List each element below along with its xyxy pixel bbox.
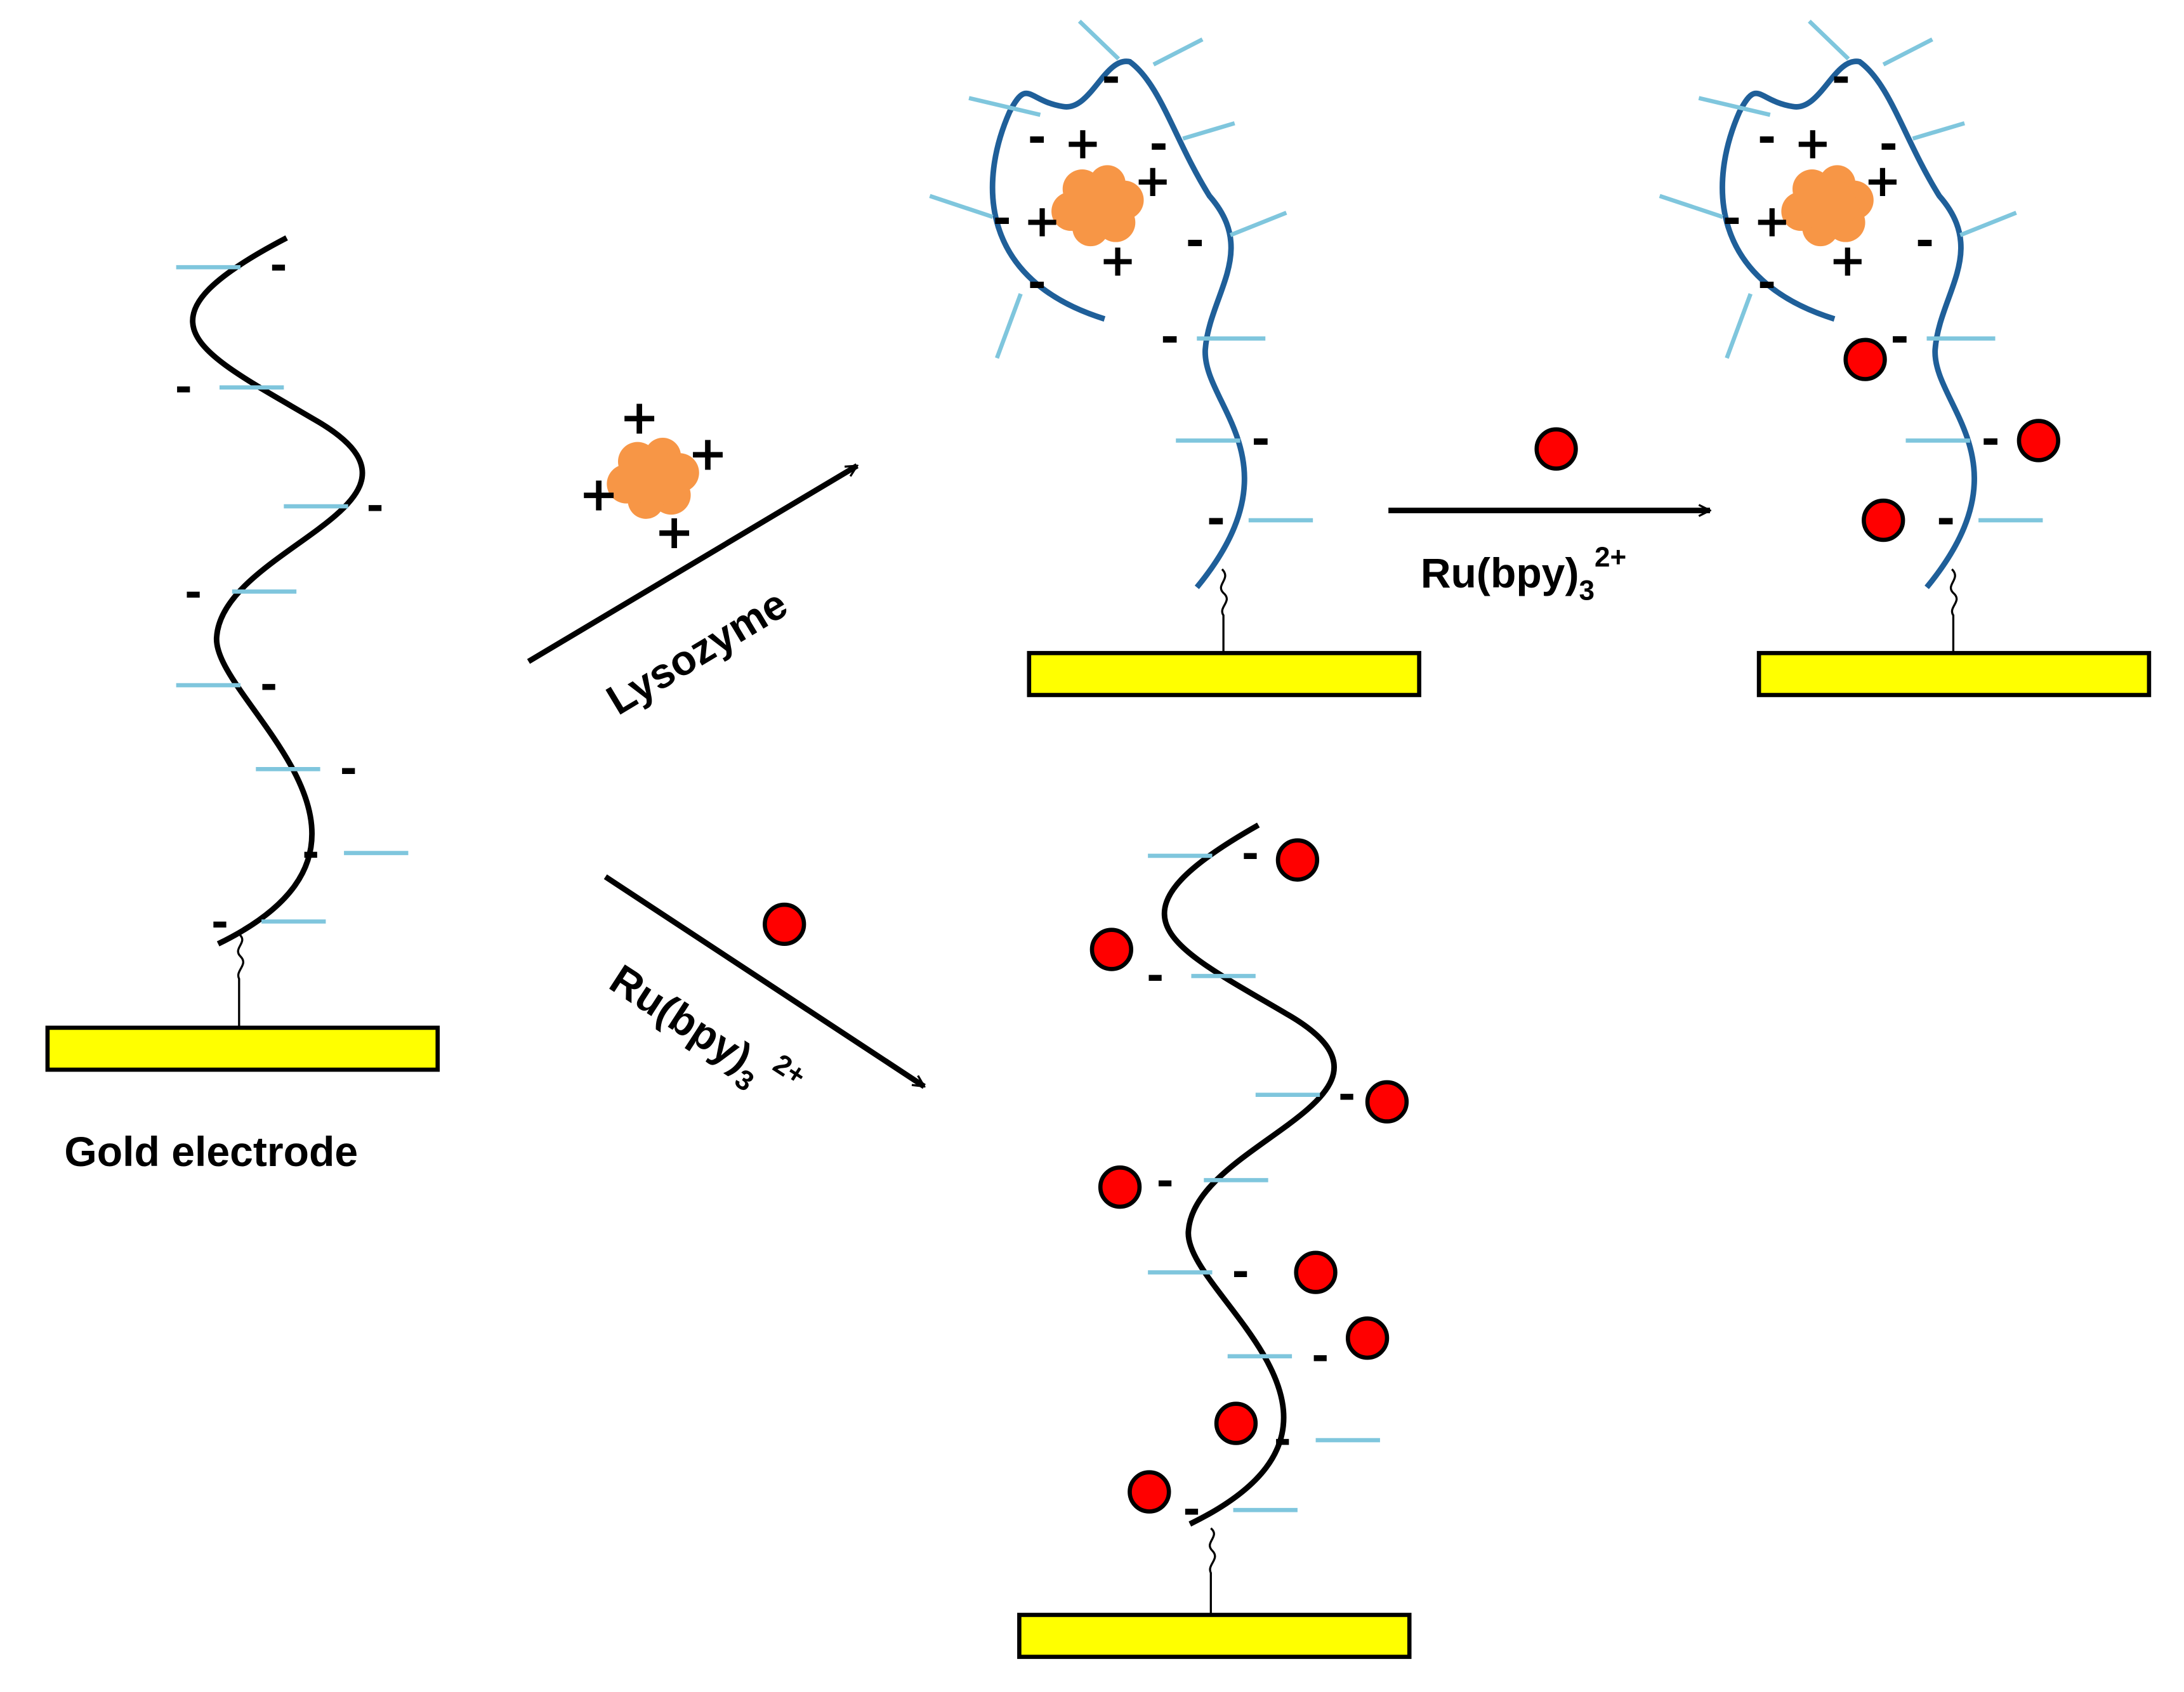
minus-sign: - (174, 363, 192, 412)
aptamer-charges-1: - - - - - - - - (174, 241, 383, 947)
minus-sign: - (1338, 1070, 1355, 1119)
ru-complex-icon (1862, 498, 1905, 542)
aptamer-strand-free (190, 235, 365, 947)
minus-sign: - (1242, 830, 1259, 879)
ru-label-top: Ru(bpy)32+ (1421, 542, 1626, 607)
aptamer-strand-bound-2 (1720, 58, 1977, 589)
minus-sign: - (1981, 413, 1999, 465)
minus-sign: - (1183, 1485, 1200, 1534)
complex-bases (929, 20, 1313, 523)
minus-sign: - (366, 482, 383, 530)
minus-sign: - (1028, 112, 1046, 164)
minus-sign: - (302, 829, 319, 877)
arrow-ru-bottom (603, 874, 924, 1089)
aptamer-bases-4 (1148, 853, 1380, 1512)
free-aptamer-ru-dots (1089, 838, 1409, 1514)
ru-complex-icon (1089, 928, 1134, 971)
plus-sign: + (1099, 234, 1136, 286)
ru-complex-icon (2016, 419, 2060, 462)
minus-sign: - (1890, 312, 1909, 364)
thiol-linker-1 (237, 933, 244, 1028)
ru-step-top: Ru(bpy)32+ (1388, 427, 1710, 607)
minus-sign: - (339, 744, 357, 793)
minus-sign: - (1832, 51, 1850, 103)
minus-sign: - (1251, 413, 1270, 465)
plus-sign: + (1023, 195, 1061, 247)
plus-sign: + (579, 466, 619, 522)
plus-sign: + (1753, 195, 1791, 247)
minus-sign: - (270, 241, 287, 290)
minus-sign: - (1758, 112, 1776, 164)
minus-sign: - (1149, 119, 1168, 171)
aptamer-strand-bound (989, 58, 1247, 589)
aptamer-bases-1 (176, 265, 409, 924)
ru-complex-icon (1534, 427, 1578, 471)
plus-sign: + (1134, 155, 1171, 207)
minus-sign: - (260, 660, 277, 709)
ru-complex-icon (1214, 1401, 1258, 1445)
aptamer-charges-4: - - - - - - - - (1147, 830, 1355, 1534)
complex-ru-group: - - - - - - - - - + + + + (1659, 20, 2152, 697)
minus-sign: - (1937, 493, 1955, 545)
ru-complex-icon (763, 902, 806, 947)
minus-sign: - (1723, 192, 1741, 244)
thiol-linker-4 (1209, 1527, 1216, 1615)
complex-group: - - - - - - - - - + + + + (929, 20, 1421, 697)
minus-sign: - (1312, 1332, 1329, 1380)
minus-sign: - (1879, 119, 1898, 171)
ru-complex-icon (1098, 1165, 1142, 1209)
minus-sign: - (1758, 257, 1776, 309)
ru-complex-icon (1275, 838, 1320, 882)
minus-sign: - (1207, 493, 1225, 545)
gold-electrode-3 (1756, 651, 2152, 697)
gold-electrode-2 (1027, 651, 1421, 697)
ru-complex-icon (1843, 338, 1887, 381)
complex-ru-charges: - - - - - - - - - + + + + (1723, 51, 2000, 545)
thiol-linker-2 (1220, 568, 1228, 653)
lysozyme-charges: + + + + (579, 389, 728, 560)
arrow-lysozyme (527, 463, 857, 664)
minus-sign: - (1156, 1157, 1173, 1205)
plus-sign: + (1829, 234, 1866, 286)
plus-sign: + (654, 504, 694, 560)
ru-complex-icon (1128, 1470, 1171, 1514)
plus-sign: + (1864, 155, 1901, 207)
initial-aptamer-group: - - - - - - - - Gold electrode (45, 235, 440, 1176)
complex-ru-bases (1659, 20, 2043, 523)
complex-charges: - - - - - - - - - + + + + (993, 51, 1270, 545)
minus-sign: - (1028, 257, 1046, 309)
free-aptamer-ru-group: - - - - - - - - (1017, 822, 1412, 1659)
complex-ru-dots (1843, 338, 2060, 542)
minus-sign: - (1916, 215, 1934, 267)
plus-sign: + (619, 389, 659, 445)
minus-sign: - (1273, 1415, 1291, 1464)
gold-electrode-1 (45, 1025, 440, 1072)
minus-sign: - (1147, 951, 1164, 1000)
lysozyme-step: + + + + Lysozyme (527, 389, 857, 724)
minus-sign: - (1161, 312, 1179, 364)
ru-complex-icon (1345, 1316, 1390, 1360)
ru-complex-icon (1294, 1250, 1338, 1294)
gold-electrode-4 (1017, 1613, 1412, 1659)
thiol-linker-3 (1949, 568, 1958, 653)
ru-complex-icon (1365, 1080, 1409, 1124)
aptamer-strand-free-2 (1161, 822, 1337, 1527)
minus-sign: - (211, 898, 228, 947)
minus-sign: - (1102, 51, 1120, 103)
minus-sign: - (185, 568, 202, 617)
minus-sign: - (1232, 1248, 1249, 1297)
minus-sign: - (993, 192, 1011, 244)
electrode-label: Gold electrode (64, 1129, 358, 1176)
plus-sign: + (1794, 117, 1831, 169)
plus-sign: + (1064, 117, 1102, 169)
minus-sign: - (1186, 215, 1204, 267)
plus-sign: + (688, 426, 728, 482)
